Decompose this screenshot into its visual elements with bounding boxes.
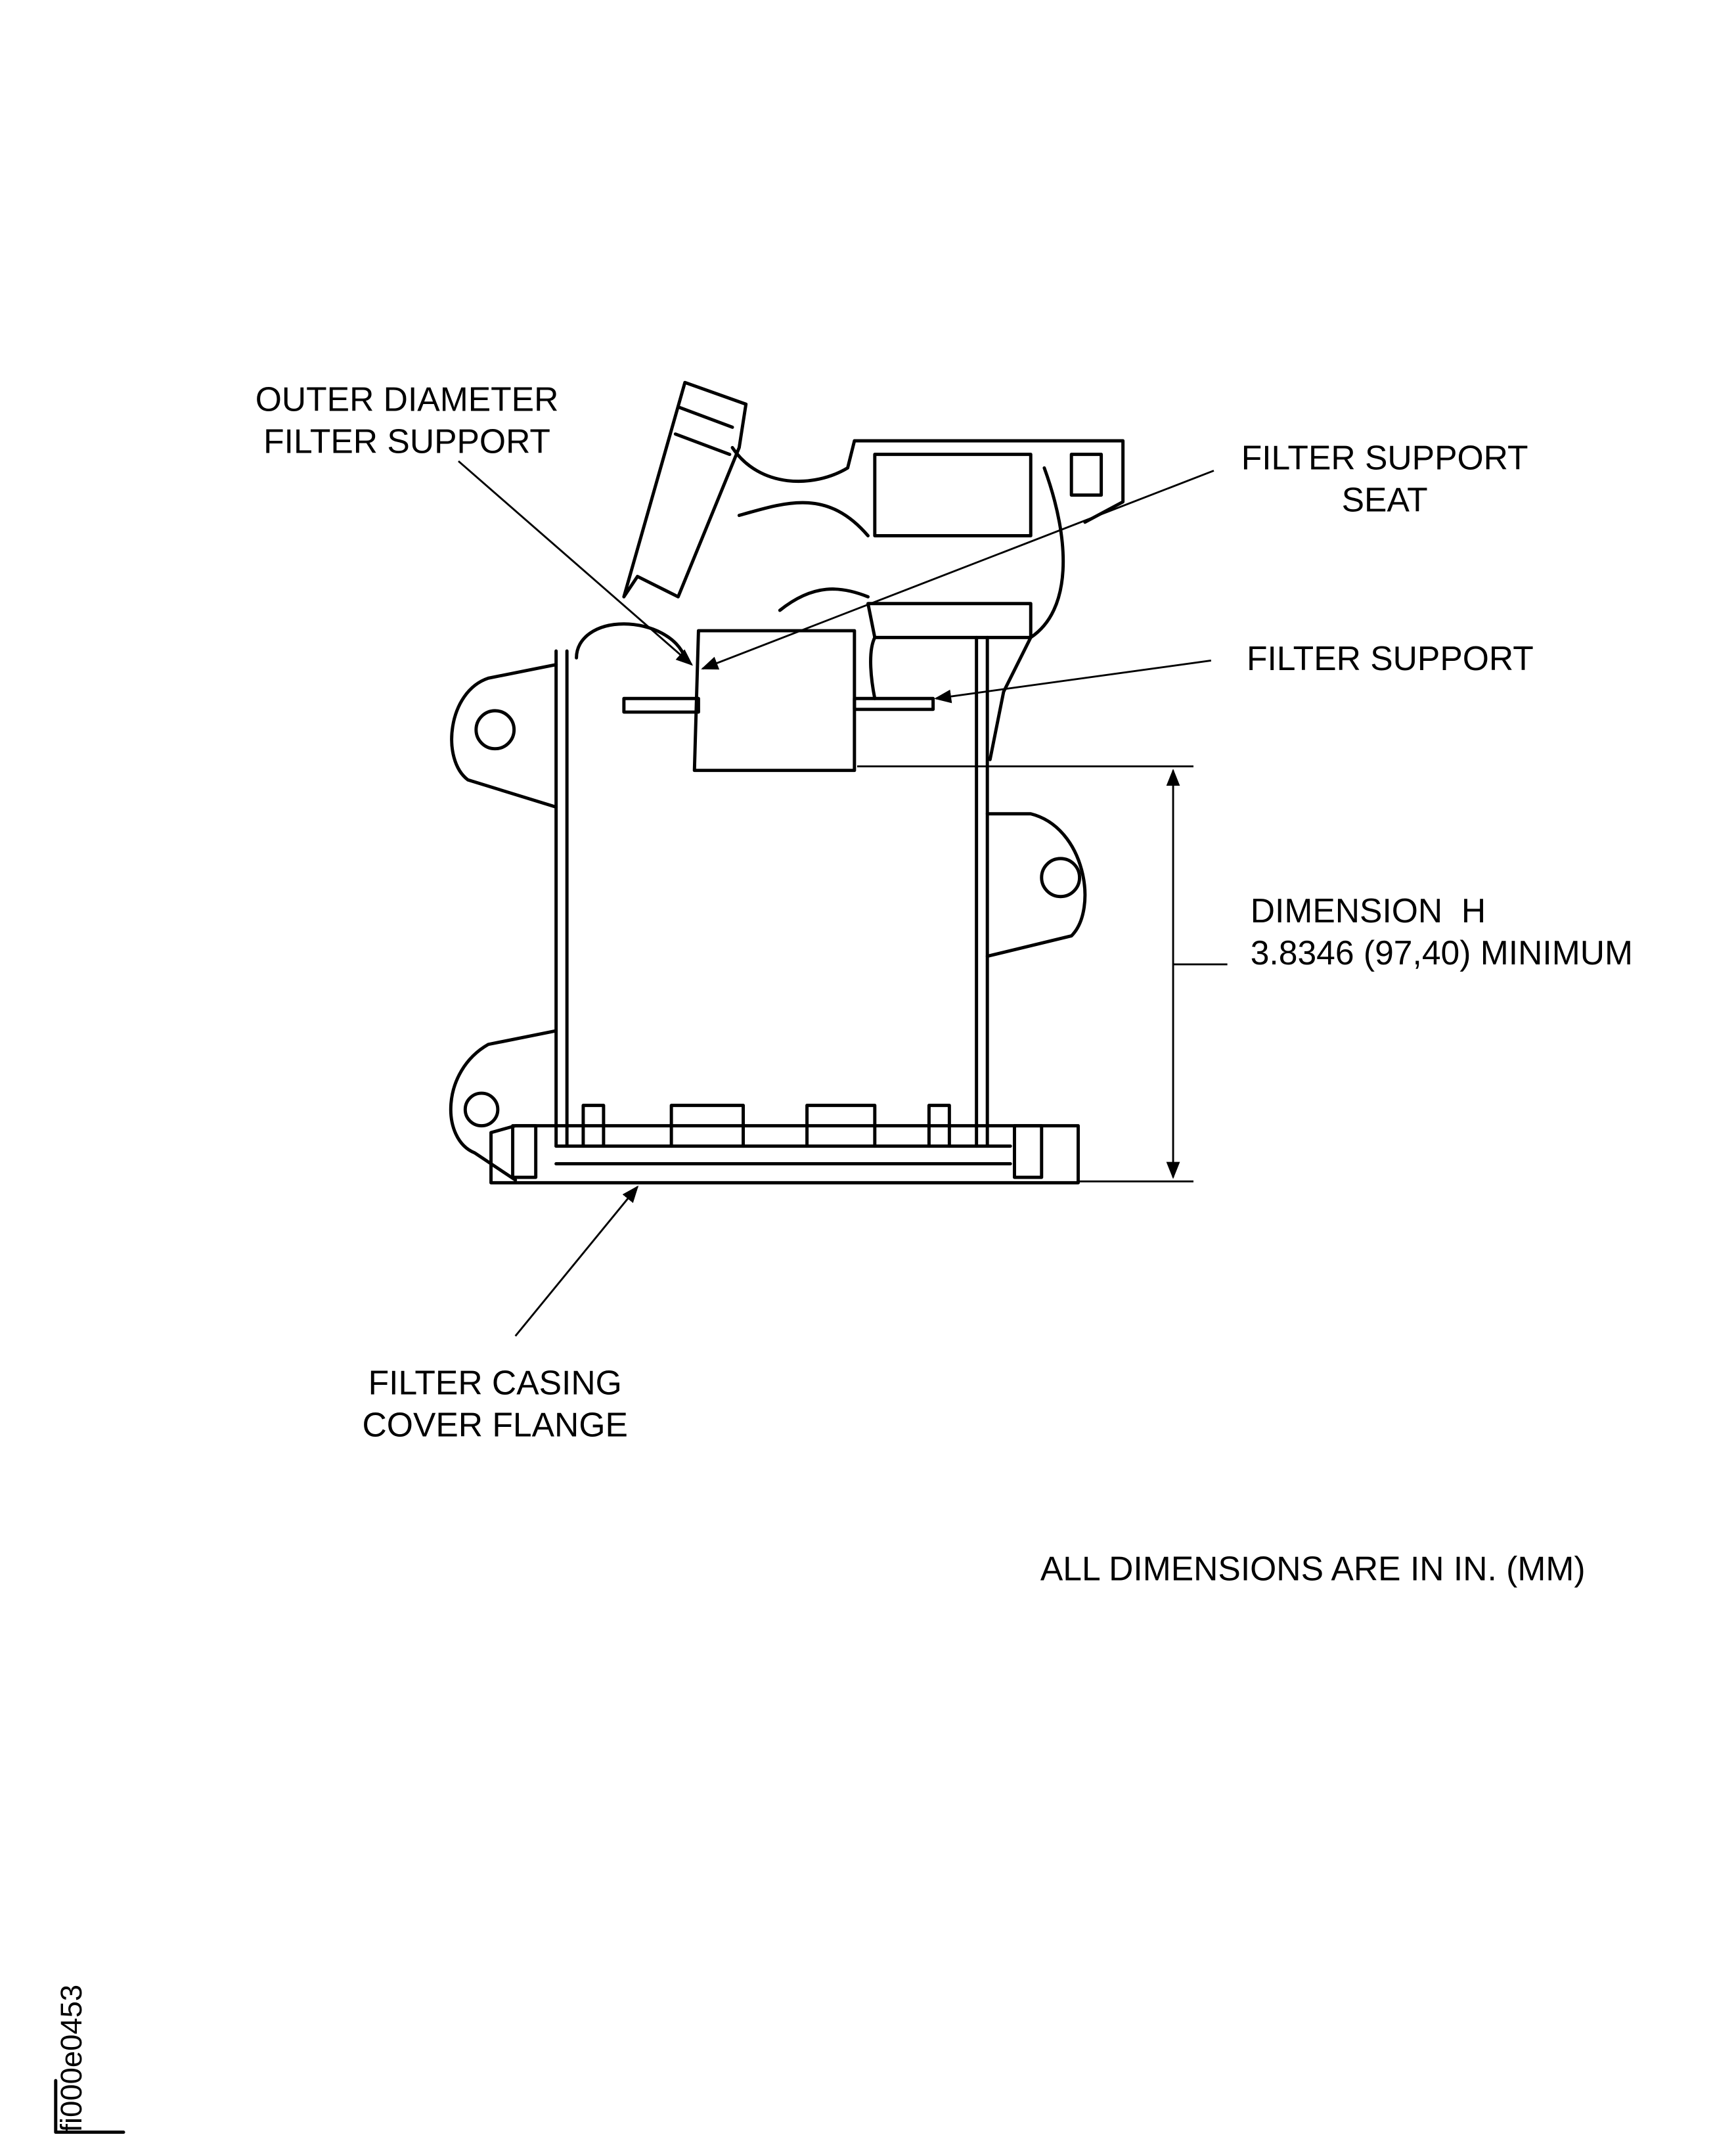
label-outer-diameter-1: OUTER DIAMETER <box>256 380 559 418</box>
leader-filter-support <box>934 660 1212 704</box>
label-flange-1: FILTER CASING <box>368 1363 622 1401</box>
label-dimension-h: DIMENSION H <box>1251 891 1486 930</box>
label-filter-support: FILTER SUPPORT <box>1247 639 1534 677</box>
leader-support-seat <box>701 470 1214 670</box>
label-outer-diameter-2: FILTER SUPPORT <box>263 422 550 461</box>
units-note: ALL DIMENSIONS ARE IN IN. (MM) <box>1040 1549 1586 1587</box>
figure-id: fi000e0453 <box>55 1985 88 2132</box>
leader-outer-diameter <box>458 460 694 666</box>
dimension-h-line <box>857 765 1228 1183</box>
leader-flange <box>514 1185 639 1337</box>
label-support-seat-2: SEAT <box>1342 480 1428 518</box>
label-support-seat-1: FILTER SUPPORT <box>1241 438 1528 476</box>
label-flange-2: COVER FLANGE <box>363 1405 628 1443</box>
figure-id-corner-mark <box>54 2079 125 2134</box>
filter-casing-drawing <box>449 380 1125 1184</box>
label-dimension-value: 3.8346 (97,40) MINIMUM <box>1251 934 1633 972</box>
